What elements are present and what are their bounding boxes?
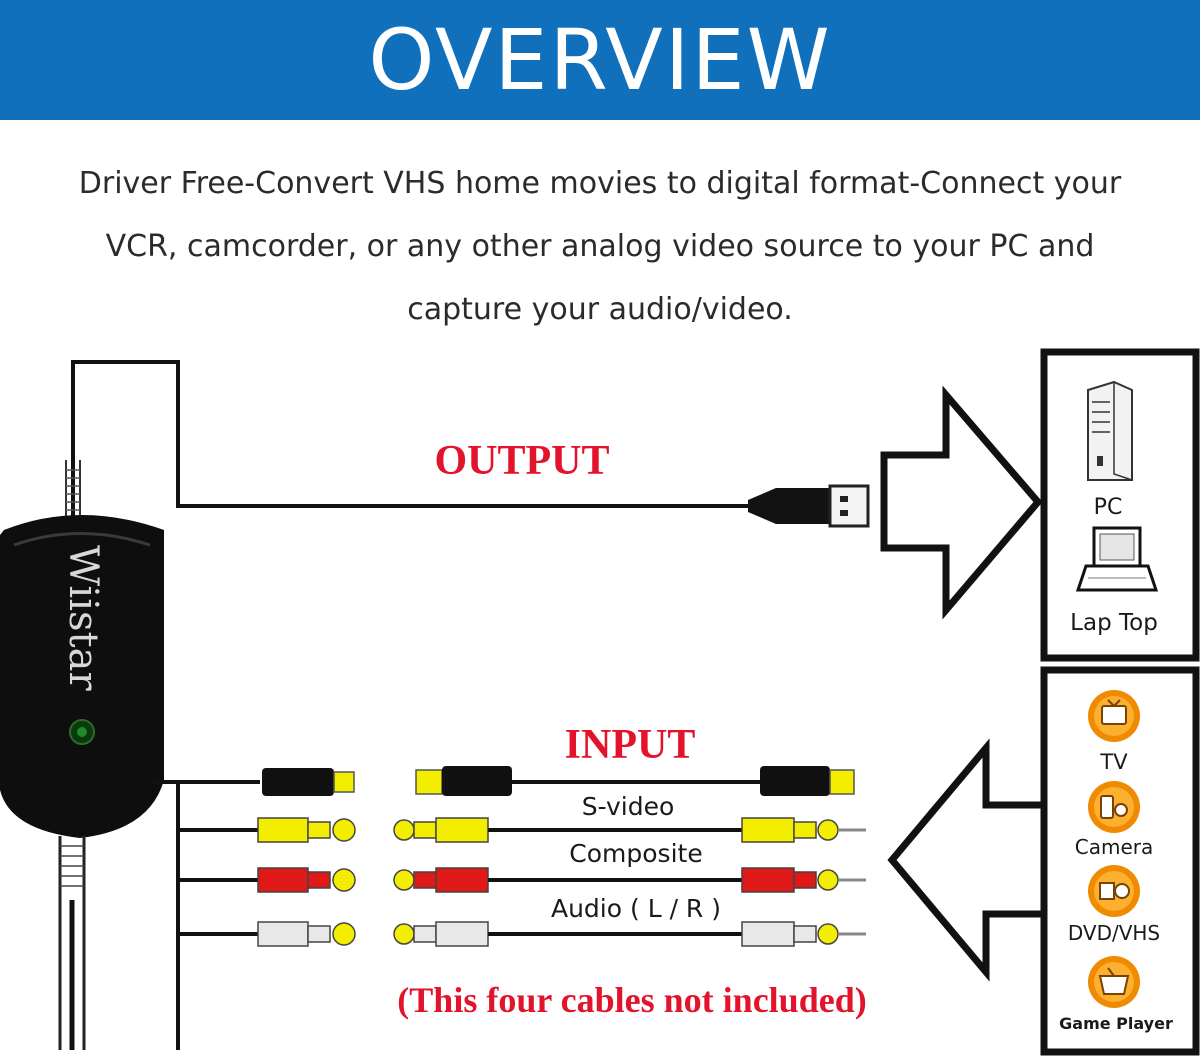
composite-cable [393,817,866,843]
brand-logo: Wiistar [60,545,106,691]
capture-device: Wiistar [0,515,164,1050]
header-banner: OVERVIEW [0,0,1200,120]
device-plug-composite [257,817,356,843]
svideo-label: S-video [582,792,675,821]
audio-white-cable [393,921,866,947]
laptop-icon [1075,526,1159,592]
camera-label: Camera [1075,835,1154,859]
usb-plug-icon [748,484,870,528]
svideo-cable [415,766,855,796]
camera-icon [1088,781,1140,833]
tv-icon [1088,690,1140,742]
composite-label: Composite [569,839,702,868]
output-label: OUTPUT [434,438,609,484]
device-plug-audio-red [257,867,356,893]
dvd-icon [1088,865,1140,917]
description-line-1: Driver Free-Convert VHS home movies to d… [78,166,1122,201]
device-plug-svideo [262,768,355,796]
device-plug-audio-white [257,921,356,947]
tv-label: TV [1099,750,1128,774]
output-device-panel: PC Lap Top [1040,348,1200,662]
input-label: INPUT [565,722,696,768]
audio-red-cable [393,867,866,893]
input-arrow [887,738,1046,982]
description: Driver Free-Convert VHS home movies to d… [0,152,1200,341]
laptop-label: Lap Top [1070,610,1158,636]
dvd-label: DVD/VHS [1068,921,1160,945]
cables-not-included-note: (This four cables not included) [397,980,866,1020]
pc-label: PC [1094,495,1123,520]
description-line-2: VCR, camcorder, or any other analog vide… [105,229,1095,264]
input-device-panel: TV Camera DVD/VHS Game Player [1040,666,1200,1056]
game-player-icon [1088,956,1140,1008]
page-title: OVERVIEW [368,11,832,109]
usb-cable [65,360,760,520]
audio-label: Audio ( L / R ) [551,894,721,923]
description-line-3: capture your audio/video. [407,292,793,327]
pc-tower-icon [1087,380,1133,481]
game-player-label: Game Player [1059,1014,1173,1033]
input-bus [150,780,260,1050]
output-arrow [880,385,1043,620]
